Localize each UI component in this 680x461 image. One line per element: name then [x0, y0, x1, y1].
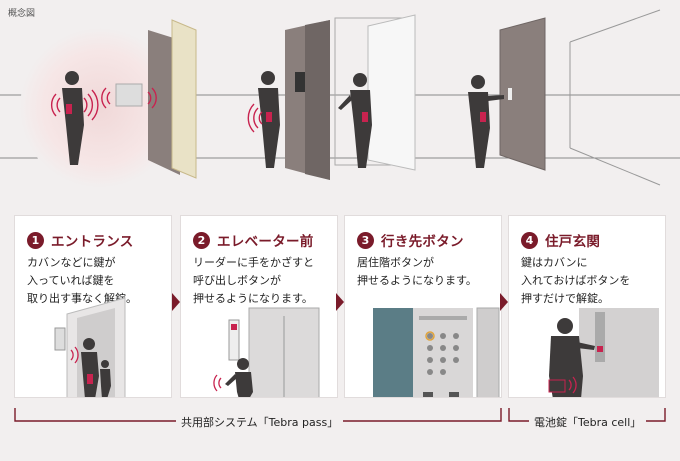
unit-door-illustration — [548, 308, 659, 397]
step-number: 3 — [357, 231, 374, 249]
entrance-glow — [20, 28, 180, 188]
elevator-reader — [295, 72, 305, 92]
step-number: 2 — [193, 231, 210, 249]
signal-icon — [568, 376, 577, 394]
step-description: 居住階ボタンが押せるようになります。 — [357, 256, 477, 287]
concept-illustration: 概念図 — [0, 0, 680, 200]
signal-icon — [101, 87, 157, 109]
signal-icon — [50, 89, 99, 121]
unit-system-label: 電池錠「Tebra cell」 — [529, 414, 647, 430]
child-figure — [100, 360, 111, 397]
entrance-reader — [54, 327, 66, 351]
concept-label: 概念図 — [8, 9, 36, 19]
step-description: カバンなどに鍵が入っていれば鍵を取り出す事なく解錠。 — [27, 256, 137, 305]
unit-door-handle — [508, 88, 512, 100]
unit-door — [499, 17, 546, 171]
step-arrow-icon — [172, 293, 180, 311]
step-arrow-icon — [336, 293, 344, 311]
step-title: エレベーター前 — [217, 234, 314, 250]
person-icon — [258, 71, 280, 168]
entrance-reader — [115, 83, 143, 107]
step-title: エントランス — [51, 234, 134, 250]
entrance-glass-door — [171, 19, 197, 179]
keypad-illustration — [373, 307, 500, 397]
cabin-wall — [373, 308, 413, 397]
elevator-panel — [228, 319, 240, 361]
step-title: 住戸玄関 — [545, 234, 601, 250]
signal-icon — [213, 374, 222, 392]
step-number: 1 — [27, 231, 44, 249]
elevator-open-door — [367, 14, 416, 171]
signal-icon — [247, 103, 263, 133]
step-description: 鍵はカバンに入れておけばボタンを押すだけで解錠。 — [521, 256, 631, 305]
door-icon — [579, 308, 659, 397]
step-number: 4 — [521, 231, 538, 249]
shared-system-label: 共用部システム「Tebra pass」 — [176, 414, 344, 430]
entrance-illustration — [54, 297, 126, 397]
step-card-2: 2 エレベーター前 リーダーに手をかざすと呼び出しボタンが押せるようになります。 — [180, 215, 338, 398]
keypad-icon — [413, 308, 473, 397]
person-icon — [225, 358, 253, 397]
signal-icon — [70, 346, 79, 364]
step-title: 行き先ボタン — [381, 234, 464, 250]
step-card-4: 4 住戸玄関 鍵はカバンに入れておけばボタンを押すだけで解錠。 — [508, 215, 666, 398]
step-description: リーダーに手をかざすと呼び出しボタンが押せるようになります。 — [193, 256, 314, 305]
corridor-scene — [0, 9, 680, 188]
person-icon — [338, 73, 372, 168]
step-arrow-icon — [500, 293, 508, 311]
person-icon — [468, 75, 504, 168]
elevator-illustration — [213, 307, 320, 397]
step-card-1: 1 エントランス カバンなどに鍵が入っていれば鍵を取り出す事なく解錠。 — [14, 215, 172, 398]
step-card-3: 3 行き先ボタン 居住階ボタンが押せるようになります。 — [344, 215, 502, 398]
